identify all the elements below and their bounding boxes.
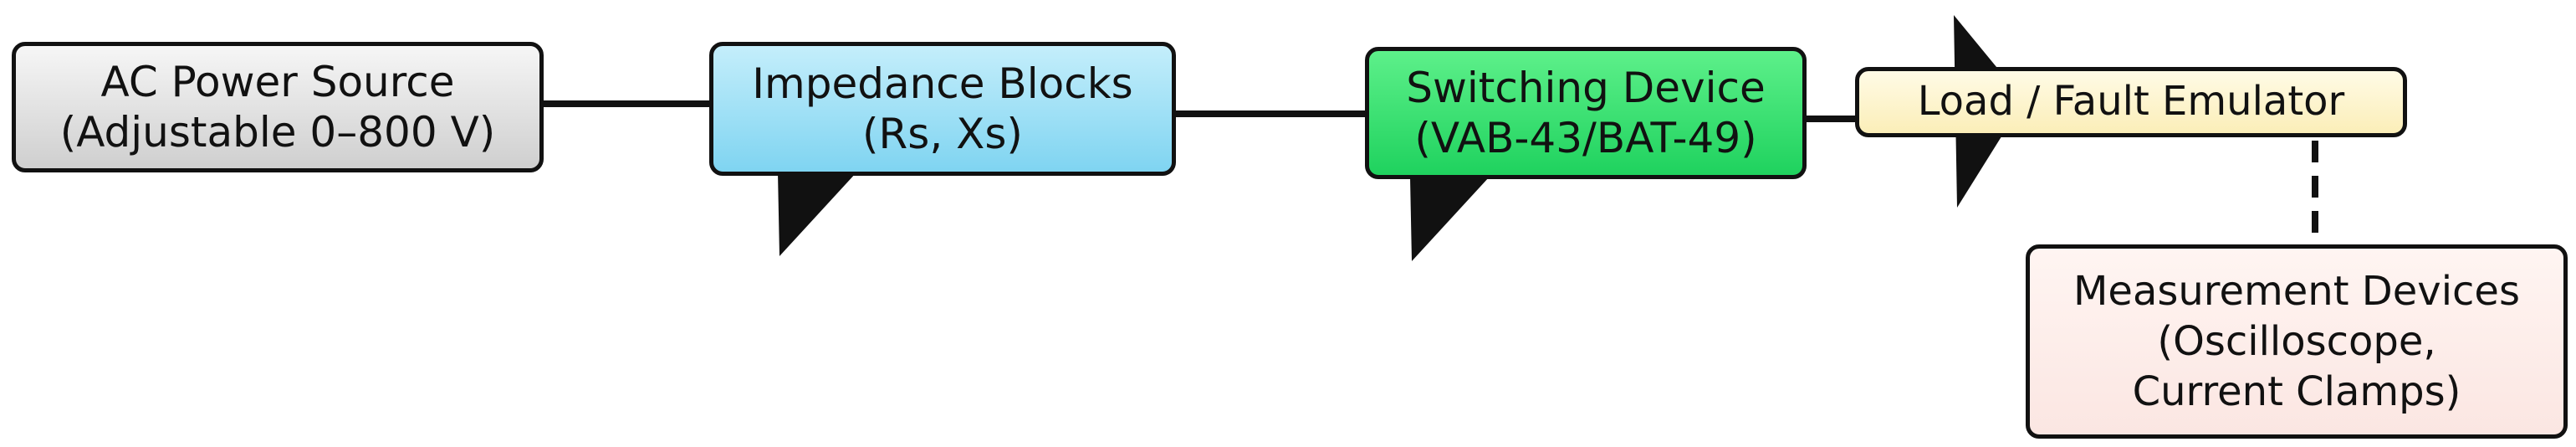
callout-tail-switching: [1410, 177, 1489, 261]
load-fault-emulator-title: Load / Fault Emulator: [1917, 78, 2345, 126]
measurement-devices-block: Measurement Devices (Oscilloscope, Curre…: [2026, 244, 2568, 439]
switching-device-model: (VAB-43/BAT-49): [1414, 114, 1757, 162]
impedance-blocks-block: Impedance Blocks (Rs, Xs): [709, 42, 1176, 176]
ac-power-source-range: (Adjustable 0–800 V): [59, 108, 496, 157]
measurement-devices-item-1: (Oscilloscope,: [2157, 318, 2436, 365]
impedance-blocks-title: Impedance Blocks: [752, 59, 1133, 108]
load-fault-emulator-block: Load / Fault Emulator: [1855, 67, 2407, 137]
switching-device-block: Switching Device (VAB-43/BAT-49): [1365, 47, 1807, 179]
measurement-devices-title: Measurement Devices: [2073, 268, 2520, 315]
ac-power-source-title: AC Power Source: [100, 58, 455, 106]
callout-tail-impedance: [778, 172, 856, 256]
measurement-devices-item-2: Current Clamps): [2132, 368, 2461, 415]
switching-device-title: Switching Device: [1406, 64, 1766, 112]
impedance-blocks-params: (Rs, Xs): [862, 110, 1023, 158]
ac-power-source-block: AC Power Source (Adjustable 0–800 V): [12, 42, 544, 172]
